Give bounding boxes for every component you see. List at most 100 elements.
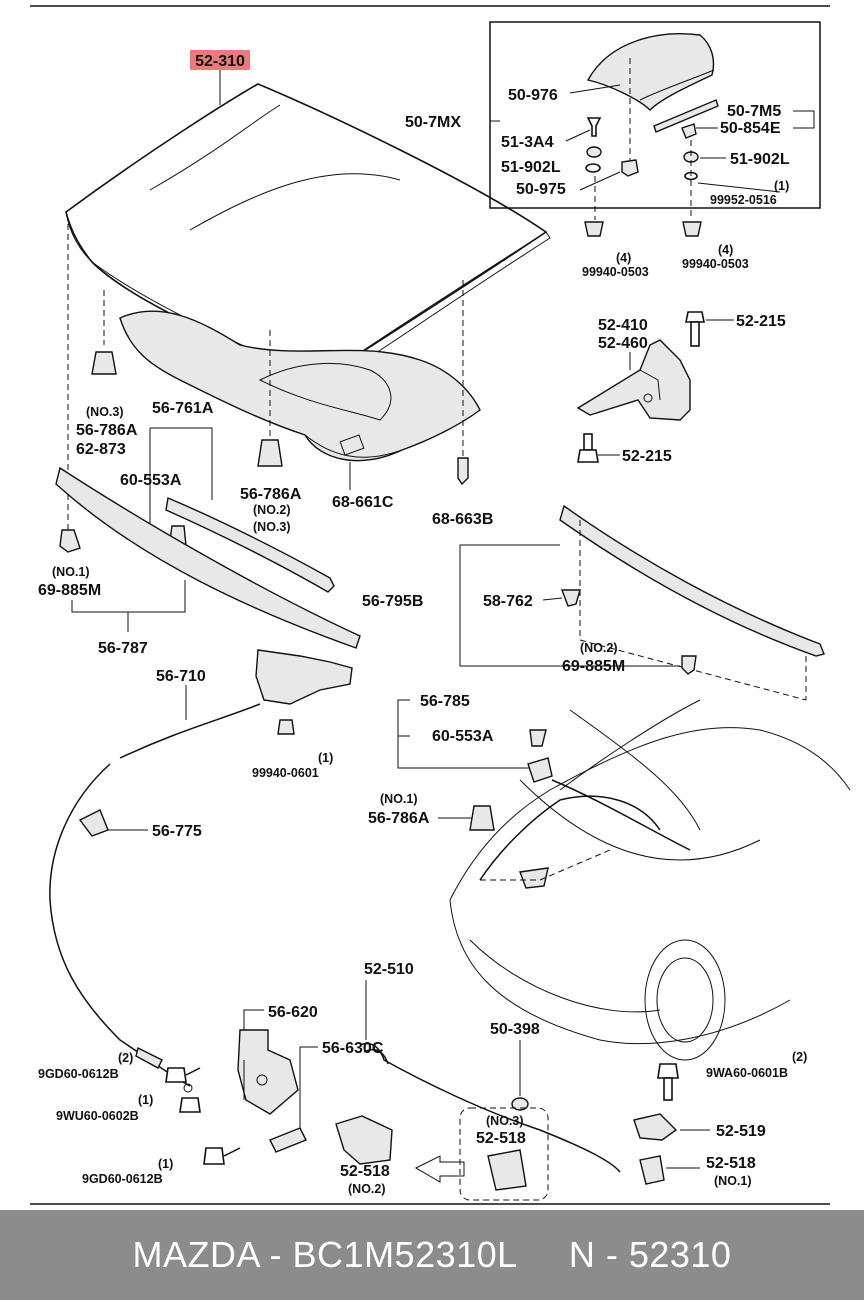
clip-a-leader xyxy=(565,129,591,142)
parts-diagram: 52-310 50-7MX 50-976 51-3A4 51-902L 50-9… xyxy=(30,5,851,1205)
small-clip xyxy=(586,117,602,137)
clip-663b xyxy=(457,457,469,486)
hood-latch xyxy=(237,1029,299,1115)
no1-mid: (NO.1) xyxy=(380,792,418,806)
qty-0503-right: (4) xyxy=(718,243,733,257)
qty-gd-top: (2) xyxy=(118,1051,133,1065)
clip-518-right-label: 52-518 xyxy=(706,1155,756,1172)
clip-975-leader xyxy=(579,171,621,191)
no2-a: (NO.2) xyxy=(253,503,291,517)
stop-786a-mid-label: 56-786A xyxy=(240,486,302,503)
clip-518-no2 xyxy=(335,1115,393,1165)
stop-873-label: 62-873 xyxy=(76,441,126,458)
stopper-no1 xyxy=(469,805,495,831)
seal-761a-label: 56-761A xyxy=(152,400,214,417)
fin-854e-label: 50-854E xyxy=(720,120,781,137)
pn-wa: 9WA60-0601B xyxy=(706,1066,788,1080)
fin-washer-left xyxy=(585,163,601,173)
pn-0503-right: 99940-0503 xyxy=(682,257,749,271)
front-fin xyxy=(586,33,719,133)
qty-0516: (1) xyxy=(774,179,789,193)
clip-518-no1 xyxy=(639,1155,665,1185)
clip-a-label: 51-3A4 xyxy=(501,134,554,151)
no3-top: (NO.3) xyxy=(86,405,124,419)
fin-part-label: 50-976 xyxy=(508,87,558,104)
release-cable xyxy=(49,649,353,1093)
latch-620-label: 56-620 xyxy=(268,1004,318,1021)
clip-885m-right xyxy=(681,655,697,675)
direction-arrow xyxy=(414,1155,465,1183)
cable-710-label: 56-710 xyxy=(156,668,206,685)
stop-786a-right-label: 56-786A xyxy=(368,810,430,827)
stop-786a-left-label: 56-786A xyxy=(76,422,138,439)
no3-box: (NO.3) xyxy=(486,1114,524,1128)
stay-510-label: 52-510 xyxy=(364,961,414,978)
clip-885m-right-label: 69-885M xyxy=(562,658,625,675)
seal-795b-label: 56-795B xyxy=(362,593,423,610)
clip-553a-mid xyxy=(529,729,547,747)
fin-clip-975 xyxy=(621,159,639,177)
grom-398-label: 50-398 xyxy=(490,1021,540,1038)
no3-a: (NO.3) xyxy=(253,520,291,534)
seal-787-label: 56-787 xyxy=(98,640,148,657)
pn-wu: 9WU60-0602B xyxy=(56,1109,139,1123)
clip-762-leader xyxy=(542,597,563,601)
grommet-398 xyxy=(511,1097,529,1111)
clip-663b-label: 68-663B xyxy=(432,511,493,528)
clip-no3-box xyxy=(459,1107,549,1201)
insul-661c-label: 68-661C xyxy=(332,494,394,511)
prop-rod-holder xyxy=(527,757,553,783)
nut-0503-right xyxy=(682,221,702,237)
hood-label: 52-310 xyxy=(195,53,245,70)
clip-518-no3 xyxy=(487,1149,527,1191)
clip-885m-left-label: 69-885M xyxy=(38,582,101,599)
no2-b: (NO.2) xyxy=(580,641,618,655)
no1-left: (NO.1) xyxy=(52,565,90,579)
clip-518-box-label: 52-518 xyxy=(476,1130,526,1147)
bolt-gd-bottom xyxy=(203,1147,241,1165)
hinge-l-label: 52-410 xyxy=(598,317,648,334)
weatherstrip-upper xyxy=(165,497,335,593)
qty-0601: (1) xyxy=(318,751,333,765)
hinge-bolt-bottom xyxy=(577,433,599,463)
latch-630c-line xyxy=(299,1046,318,1136)
clip-762 xyxy=(560,589,581,607)
pn-0503-left: 99940-0503 xyxy=(582,265,649,279)
latch-620-bracket xyxy=(243,1009,264,1030)
fin-nut-left xyxy=(586,146,602,158)
pn-0516: 99952-0516 xyxy=(710,193,777,207)
fin-m5-label: 50-7M5 xyxy=(727,103,781,120)
car-front xyxy=(449,699,851,1061)
nut-right-label: 51-902L xyxy=(730,151,790,168)
latch-lever xyxy=(269,1127,307,1153)
nut-0601 xyxy=(277,719,295,735)
hood-insulator xyxy=(119,310,481,462)
nut-left-label: 51-902L xyxy=(501,159,561,176)
fin-bracket xyxy=(793,110,815,129)
clip-519-label: 52-519 xyxy=(716,1123,766,1140)
hinge-r-label: 52-460 xyxy=(598,335,648,352)
part-number-banner: MAZDA - BC1M52310L N - 52310 xyxy=(0,1210,864,1300)
rod-785-label: 56-785 xyxy=(420,693,470,710)
stopper-no2 xyxy=(257,439,283,467)
seal-795b-bracket xyxy=(459,544,680,667)
fin-part-leader xyxy=(569,84,621,94)
clip-975-label: 50-975 xyxy=(516,181,566,198)
clip-553a-mid-label: 60-553A xyxy=(432,728,494,745)
clip-762-label: 58-762 xyxy=(483,593,533,610)
bolt-top-label: 52-215 xyxy=(736,313,786,330)
latch-630c-label: 56-630C xyxy=(322,1040,384,1057)
qty-wu: (1) xyxy=(138,1093,153,1107)
hinge-bolt-top xyxy=(685,311,705,347)
nut-0503-left xyxy=(584,221,604,237)
fin-assy-label: 50-7MX xyxy=(405,114,461,131)
bolt-gd-top xyxy=(165,1067,201,1083)
pn-gd-bottom: 9GD60-0612B xyxy=(82,1172,163,1186)
fin-inset-box xyxy=(489,21,821,209)
part-number-text: MAZDA - BC1M52310L N - 52310 xyxy=(132,1234,732,1275)
pn-0601: 99940-0601 xyxy=(252,766,319,780)
qty-0503-left: (4) xyxy=(616,251,631,265)
qty-wa: (2) xyxy=(792,1050,807,1064)
no2-c: (NO.2) xyxy=(348,1182,386,1196)
clip-553a-top-label: 60-553A xyxy=(120,472,182,489)
